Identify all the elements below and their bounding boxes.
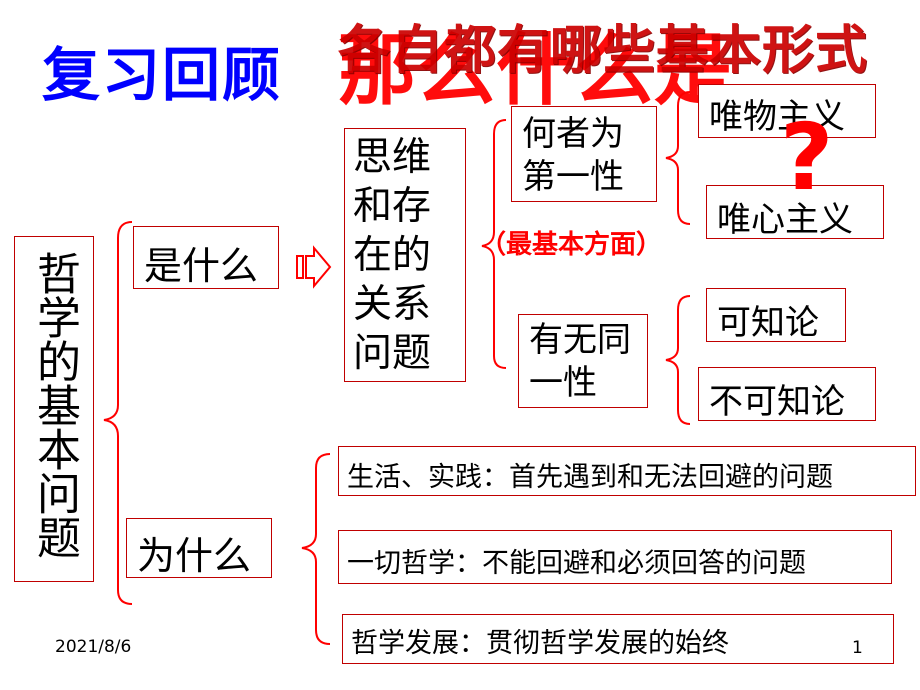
reason-1: 生活、实践：首先遇到和无法回避的问题 [347,462,833,493]
footer-date: 2021/8/6 [55,637,132,657]
relation-label: 思维和存在的关系问题 [353,135,432,376]
relation-box: 思维和存在的关系问题 [344,128,466,382]
brace-relation-icon [481,119,507,369]
page-number: 1 [852,638,863,658]
headline-overlay-top: 各自都有哪些基本形式 [338,21,869,81]
what-box: 是什么 [133,226,279,289]
reason-box-2: 一切哲学：不能回避和必须回答的问题 [338,530,892,584]
brace-reasons-icon [301,453,331,645]
arrow-right-icon [296,245,332,289]
identity-label: 有无同一性 [529,320,631,403]
unknowable-label: 不可知论 [709,382,845,422]
question-mark-icon: ? [780,104,834,211]
knowable-box: 可知论 [706,288,846,343]
reason-3: 哲学发展：贯彻哲学发展的始终 [351,628,729,659]
what-label: 是什么 [144,244,259,288]
primacy-box: 何者为第一性 [511,106,657,202]
idealism-box: 唯心主义 [706,185,884,240]
materialism-label: 唯物主义 [709,97,845,137]
unknowable-box: 不可知论 [698,367,876,422]
headline-overlay-bottom: 那么什么是 [338,26,734,116]
reason-2: 一切哲学：不能回避和必须回答的问题 [347,548,806,579]
identity-box: 有无同一性 [518,314,648,408]
why-label: 为什么 [137,534,252,578]
root-label: 哲学的基本问题 [29,251,80,559]
why-box: 为什么 [126,518,272,578]
primacy-label: 何者为第一性 [522,114,624,197]
brace-root-icon [103,221,133,605]
reason-box-1: 生活、实践：首先遇到和无法回避的问题 [338,446,916,496]
reason-box-3: 哲学发展：贯彻哲学发展的始终 [342,614,894,664]
brace-primacy-icon [665,91,691,225]
slide-title: 复习回顾 [42,41,283,109]
most-basic-note: （最基本方面） [480,230,663,260]
brace-identity-icon [665,295,691,425]
knowable-label: 可知论 [717,303,819,343]
root-box: 哲学的基本问题 [14,236,94,582]
materialism-box: 唯物主义 [698,84,876,138]
idealism-label: 唯心主义 [717,200,853,240]
